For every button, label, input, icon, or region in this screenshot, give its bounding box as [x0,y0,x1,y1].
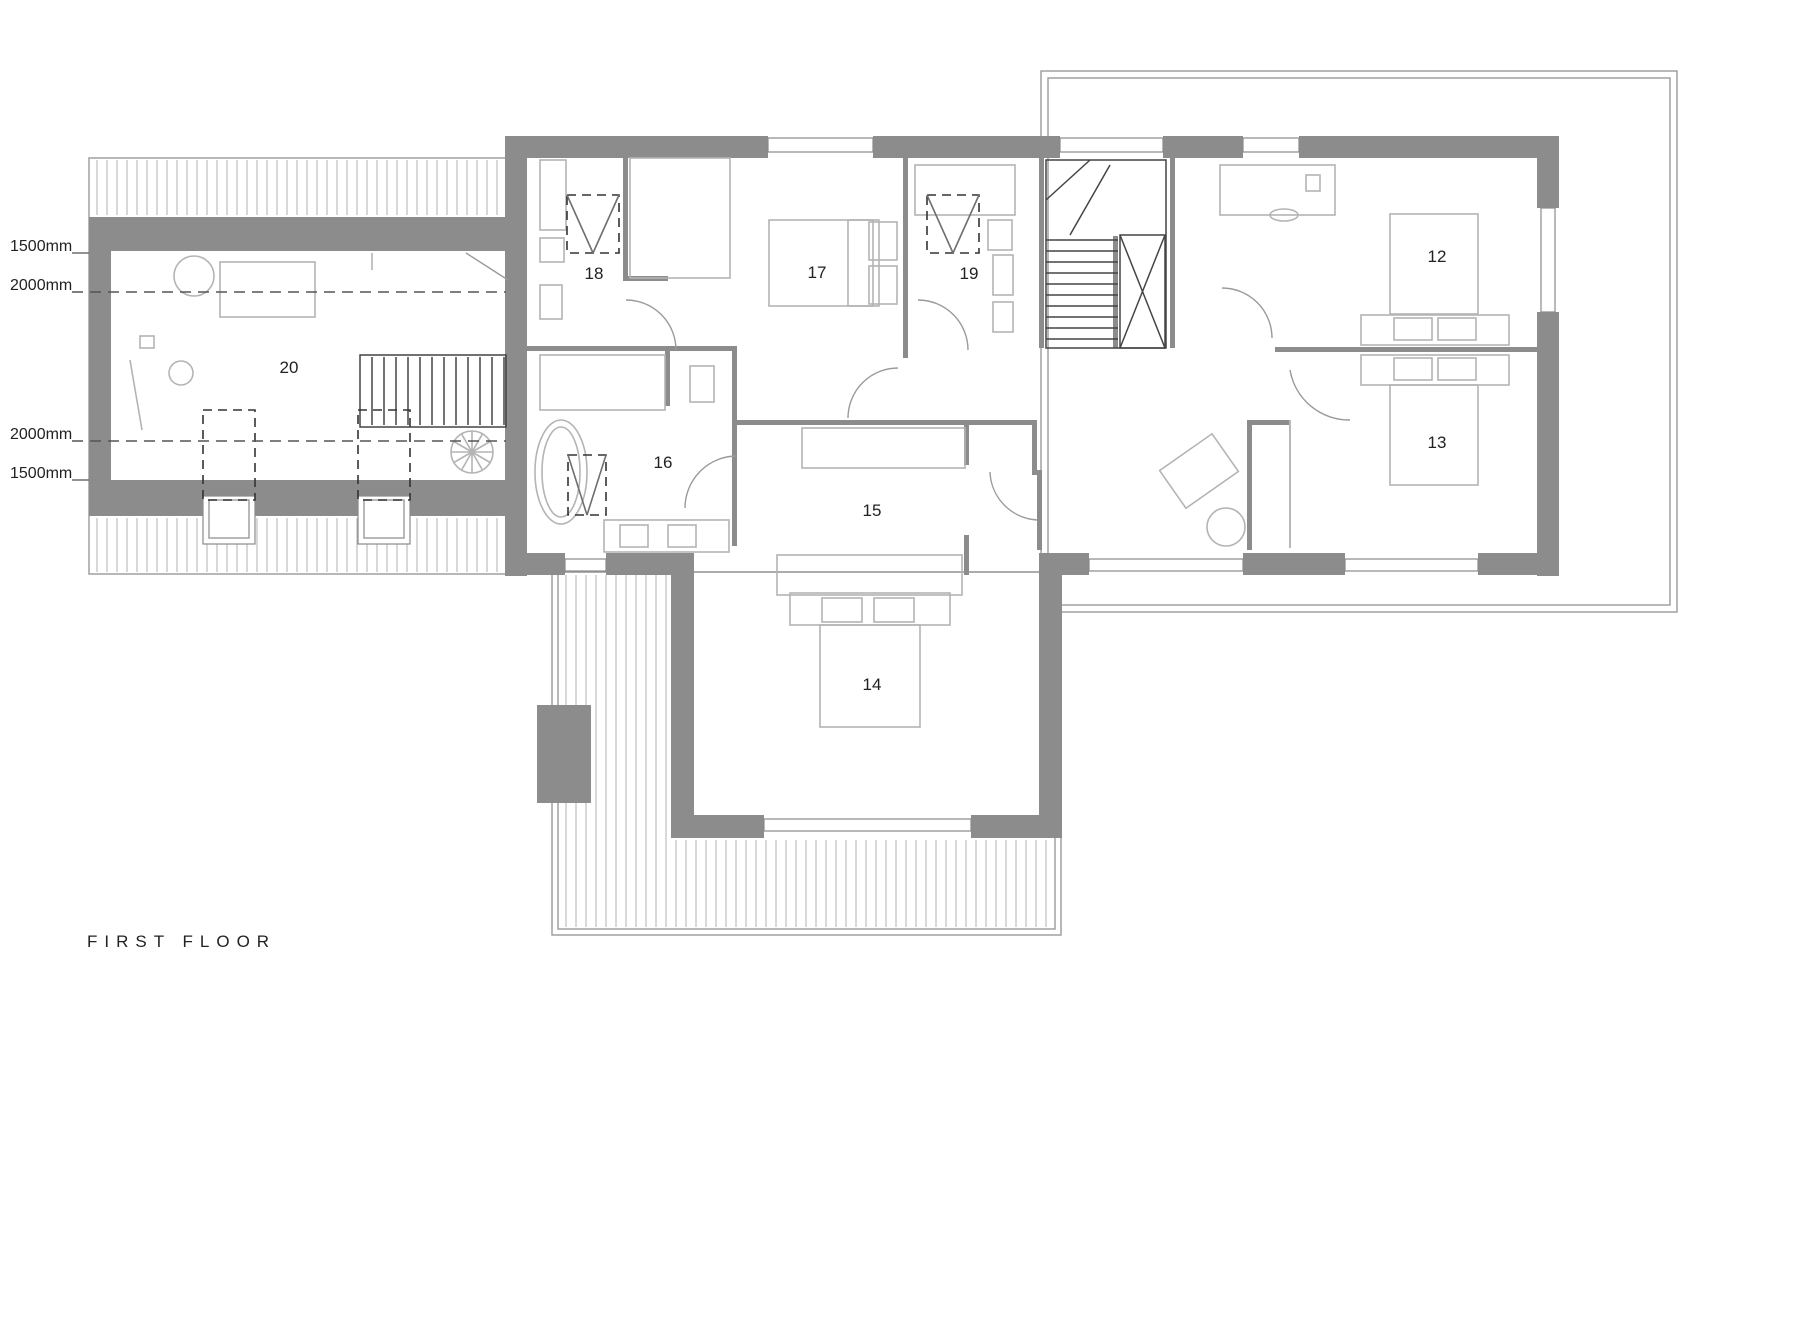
fan-spoke [471,451,484,471]
main-stair [1045,159,1167,349]
stair-tread [1069,164,1111,236]
height-mark-upper-1500: 1500mm [10,238,72,255]
room-label-12: 12 [1428,247,1447,266]
stair-tread [1045,159,1091,201]
walls [89,136,1559,838]
room-label-13: 13 [1428,433,1447,452]
balcony-hatch [565,575,1047,927]
room-label-18: 18 [585,264,604,283]
room-label-20: 20 [280,358,299,377]
drawing-title: FIRST FLOOR [87,932,276,951]
fan-spoke [453,451,473,464]
roof-hatch-top [96,160,498,215]
room-label-19: 19 [960,264,979,283]
room-label-17: 17 [808,263,827,282]
room-label-15: 15 [863,501,882,520]
roof-hatch-bottom [96,518,498,572]
height-lines [72,252,506,481]
chimney [537,705,591,803]
height-mark-lower-1500: 1500mm [10,465,72,482]
furniture [129,157,1510,728]
height-marks: 1500mm 2000mm 2000mm 1500mm [10,238,72,482]
balcony [537,571,1062,936]
room-label-14: 14 [863,675,882,694]
height-mark-lower-2000: 2000mm [10,426,72,443]
room-label-16: 16 [654,453,673,472]
skylights [202,194,980,516]
fan-spoke [453,440,473,453]
windows [202,137,1556,832]
fan-spoke [471,440,491,453]
fan-spoke [460,451,473,471]
door-swings [465,252,1351,548]
attic-stair [359,354,507,428]
fan-spoke [460,433,473,453]
fan-spoke [471,451,491,464]
height-mark-upper-2000: 2000mm [10,277,72,294]
room-labels: 12 13 14 15 16 17 18 19 20 [280,247,1447,694]
fan-spoke [471,433,484,453]
